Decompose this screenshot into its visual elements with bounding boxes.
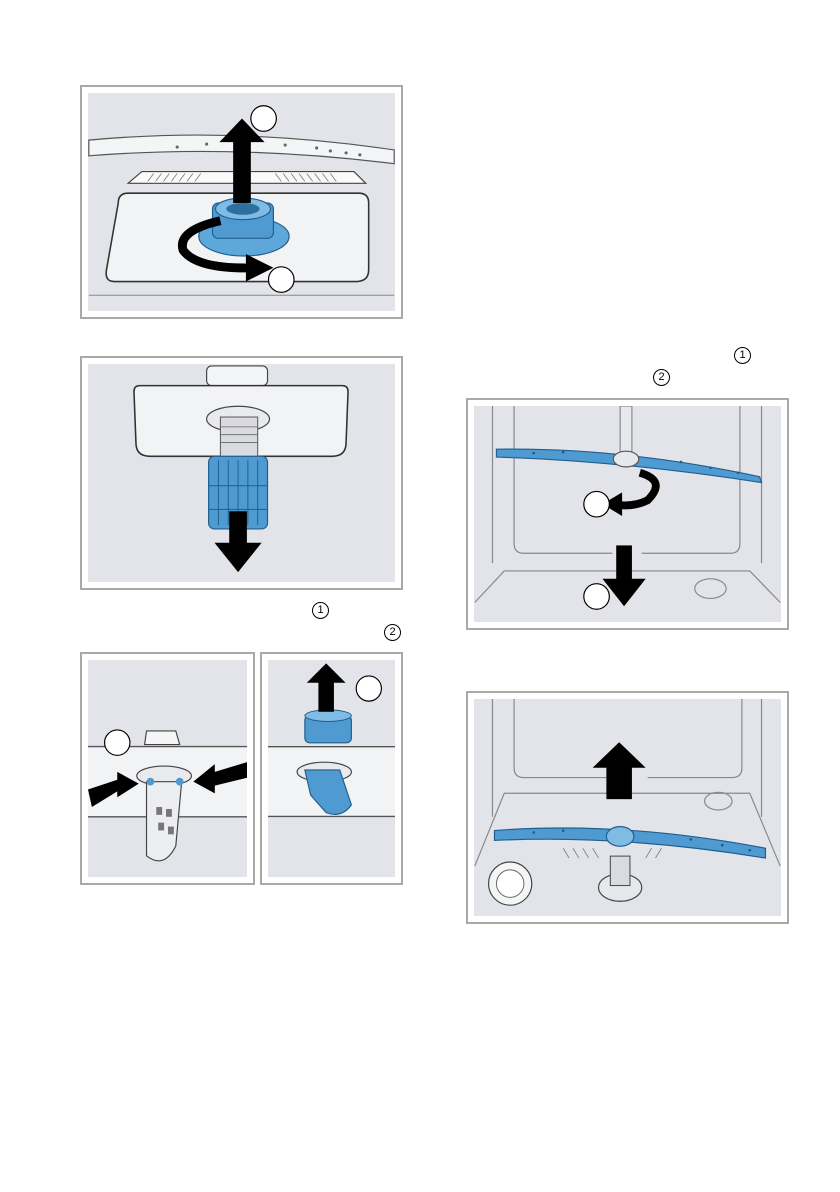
press-tabs-illustration xyxy=(88,660,247,877)
reference-line-1: 1 xyxy=(730,346,751,364)
reference-number-1: 1 xyxy=(312,602,329,619)
figure-panel xyxy=(88,660,247,877)
callout-circle-2 xyxy=(584,584,610,610)
up-arrow-shaft xyxy=(233,140,251,203)
up-arrow-shaft xyxy=(318,679,334,712)
down-arrow-shaft xyxy=(229,511,247,544)
salt-cap-inner xyxy=(496,870,523,897)
reference-line-2: 2 xyxy=(649,368,670,386)
filter-opening xyxy=(226,203,259,215)
filter-basket xyxy=(147,782,182,861)
lift-filter-illustration xyxy=(268,660,395,877)
figure-filter-remove-top xyxy=(80,85,403,319)
figure-panel xyxy=(268,660,395,877)
arrow-up-icon xyxy=(307,663,346,682)
arrow-up-icon xyxy=(593,742,646,768)
callout-circle-2 xyxy=(356,676,381,701)
release-tab-left xyxy=(147,778,155,786)
callout-circle-1 xyxy=(584,491,610,517)
reference-line-1: 1 xyxy=(308,601,329,619)
spray-arm-unscrew-illustration xyxy=(474,406,781,622)
filter-cap xyxy=(145,731,180,745)
arrow-down-icon xyxy=(214,543,261,572)
filter-thread xyxy=(610,856,630,885)
figure-panel xyxy=(474,699,781,916)
callout-circle-1 xyxy=(105,730,130,755)
spray-arm-nut xyxy=(613,451,639,467)
release-tab-right xyxy=(176,778,184,786)
filter-pull-illustration xyxy=(88,364,395,582)
figure-press-tabs xyxy=(80,652,255,885)
reference-number-2: 2 xyxy=(653,369,670,386)
callout-circle-2 xyxy=(269,267,295,293)
reference-number-1: 1 xyxy=(734,347,751,364)
figure-panel xyxy=(474,406,781,622)
reference-line-2: 2 xyxy=(380,623,401,641)
figure-lower-spray-arm-lift xyxy=(466,691,789,924)
water-pipe xyxy=(620,406,632,453)
callout-circle-1 xyxy=(251,106,277,132)
figure-panel xyxy=(88,364,395,582)
down-arrow-shaft xyxy=(616,545,632,580)
filter-cap xyxy=(207,366,268,386)
figure-filter-pull-down xyxy=(80,356,403,590)
figure-lift-filter xyxy=(260,652,403,885)
spray-arm-hub xyxy=(606,827,633,847)
lower-spray-arm-illustration xyxy=(474,699,781,916)
filter-remove-illustration xyxy=(88,93,395,311)
figure-spray-arm-unscrew xyxy=(466,398,789,630)
reference-number-2: 2 xyxy=(384,624,401,641)
figure-panel xyxy=(88,93,395,311)
filter-neck xyxy=(220,417,257,456)
up-arrow-shaft xyxy=(606,764,632,799)
